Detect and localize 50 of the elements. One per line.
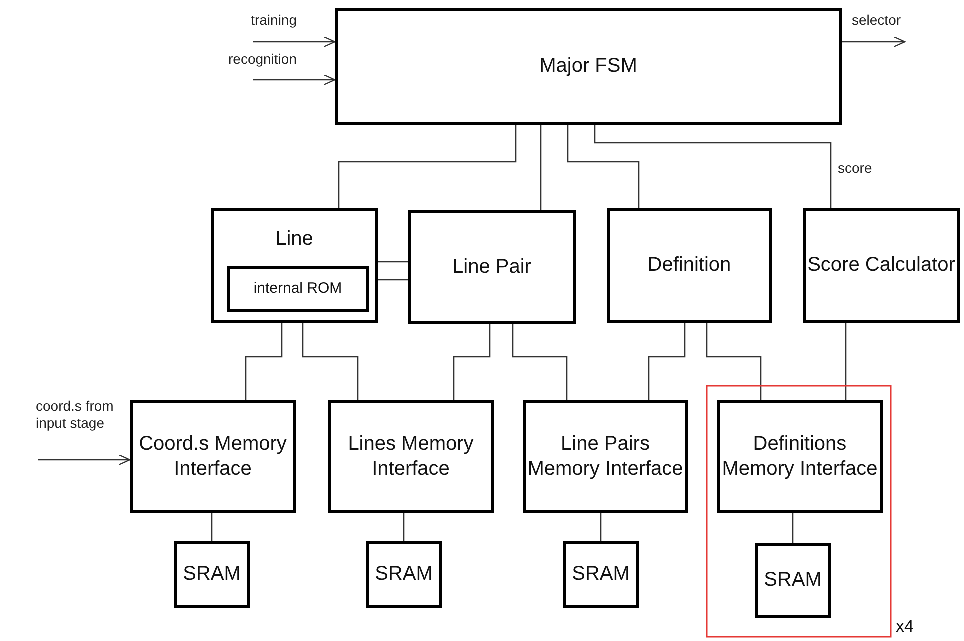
connector-line [403,513,405,541]
arrow [842,36,906,48]
block-label: Line Pairs Memory Interface [526,432,684,482]
block-label: Score Calculator [808,253,956,278]
connector-line [648,323,686,400]
rom-block [227,266,369,312]
block-label: Line [276,227,314,252]
connector-line [245,323,283,400]
fsm-block [335,8,842,125]
block-label: Definition [648,253,732,278]
block-label: Major FSM [540,54,638,79]
multiplier-label: x4 [896,616,914,638]
block-label: SRAM [375,562,433,587]
block-label: SRAM [764,568,822,593]
memory-interface-block [717,400,883,513]
connector-line [567,125,640,208]
memory-interface-block [130,400,296,513]
connector-line [378,279,408,281]
connector-line [540,125,542,210]
connector-line [706,323,762,400]
connector-line [512,324,568,400]
sram-block [563,541,639,608]
memory-interface-block [523,400,688,513]
sram-block [755,543,831,618]
connector-line [338,125,517,208]
block-label: SRAM [183,562,241,587]
connector-line [600,513,602,541]
arrow [253,36,336,48]
line-pair-block [408,210,576,324]
block-label: Coord.s Memory Interface [138,432,288,482]
connector-line [594,125,832,208]
memory-interface-block [328,400,494,513]
sram-block [174,541,250,608]
score-calculator-block [803,208,960,323]
arrow [38,454,131,466]
line-block [211,208,378,323]
connector-line [453,324,491,400]
block-label: SRAM [572,562,630,587]
sram-block [366,541,442,608]
connector-line [845,323,847,400]
connector-line [302,323,359,400]
block-label: Lines Memory Interface [347,432,475,482]
arrow [253,74,336,86]
connector-line [792,513,794,543]
block-label: Definitions Memory Interface [721,432,879,482]
block-label: internal ROM [254,280,342,298]
connector-line [211,513,213,541]
definition-block [607,208,772,323]
block-label: Line Pair [452,254,532,280]
connector-line [378,261,408,263]
